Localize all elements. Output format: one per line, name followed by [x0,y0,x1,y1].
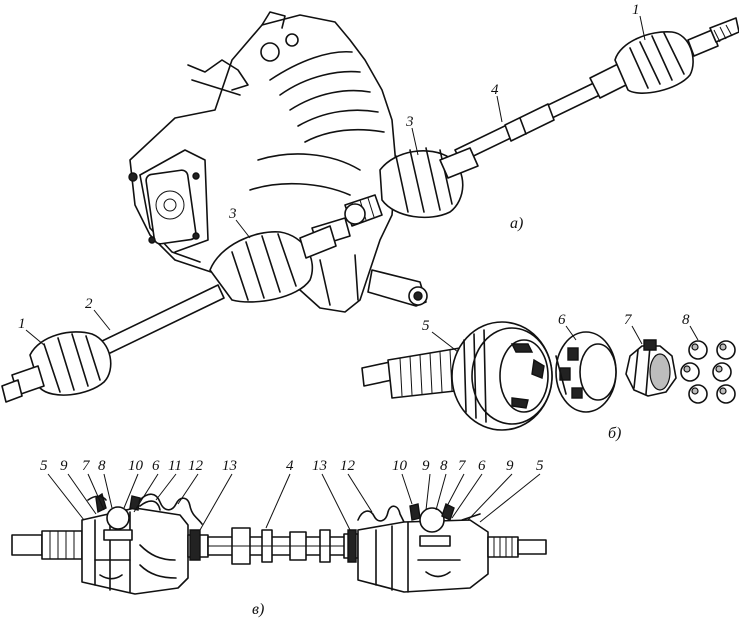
section-mid-12: 12 [340,458,356,474]
caption-a: а) [510,215,523,232]
caption-b: б) [608,425,621,442]
label-3-left: 3 [228,206,237,222]
label-7-parts: 7 [624,312,633,328]
label-1-right: 1 [632,2,640,18]
section-right-8: 8 [440,458,448,474]
section-right-9b: 9 [506,458,514,474]
label-1-left: 1 [18,316,26,332]
section-left-12: 12 [188,458,204,474]
section-left-11: 11 [168,458,182,474]
section-right-10: 10 [392,458,408,474]
caption-v: в) [252,601,264,618]
section-mid-4: 4 [286,458,294,474]
section-left-8: 8 [98,458,106,474]
ball-cage [555,331,617,413]
section-left-7: 7 [82,458,91,474]
right-drive-shaft [379,17,739,219]
section-right-5: 5 [536,458,544,474]
section-right-6: 6 [478,458,486,474]
section-left-6: 6 [152,458,160,474]
section-mid-13: 13 [312,458,327,474]
section-left-9: 9 [60,458,68,474]
inner-race [625,339,677,397]
speedometer-drive [367,269,428,307]
label-3-right: 3 [405,114,414,130]
section-left-5: 5 [40,458,48,474]
section-left-10: 10 [128,458,144,474]
balls [680,340,736,404]
section-right-7: 7 [458,458,467,474]
label-4: 4 [491,82,499,98]
label-6-parts: 6 [558,312,566,328]
label-5-parts: 5 [422,318,430,334]
label-2: 2 [85,296,93,312]
gearbox-stub [311,194,383,247]
section-left-13: 13 [222,458,237,474]
joint-housing [361,321,553,431]
shaft-section [11,492,547,595]
left-drive-shaft [1,225,337,403]
section-right-9: 9 [422,458,430,474]
label-8-parts: 8 [682,312,690,328]
